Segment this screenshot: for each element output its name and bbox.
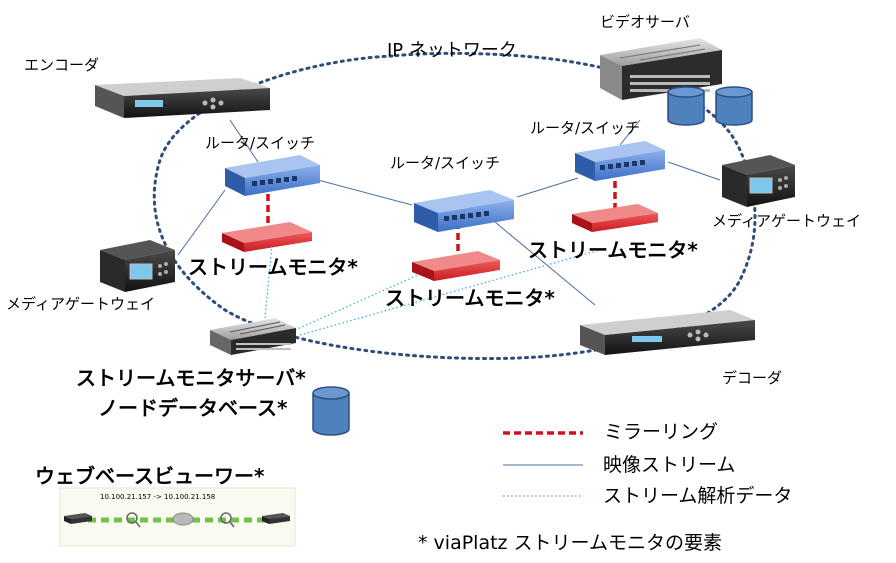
media-gateway-left-device — [100, 240, 175, 292]
media-gateway-right-device — [722, 155, 795, 207]
legend-video-stream-label: 映像ストリーム — [603, 454, 736, 476]
footnote: * viaPlatz ストリームモニタの要素 — [418, 532, 722, 554]
stream-monitor-server-device — [210, 318, 296, 355]
stream-monitor-right-label: ストリームモニタ* — [528, 238, 698, 262]
web-viewer-ip-text: 10.100.21.157 -> 10.100.21.158 — [100, 493, 216, 501]
encoder-label: エンコーダ — [24, 56, 100, 74]
router-switch-right — [575, 141, 665, 181]
legend-analysis-data-label: ストリーム解析データ — [603, 485, 793, 507]
ip-network-label: IP ネットワーク — [387, 40, 517, 61]
analysis-data-links — [264, 244, 601, 336]
video-server-database-icon — [667, 86, 753, 126]
router-right-label: ルータ/スイッチ — [530, 119, 641, 137]
node-database-icon — [312, 386, 350, 436]
monitor-server-label: ストリームモニタサーバ* — [76, 366, 306, 390]
stream-monitor-left-label: ストリームモニタ* — [188, 255, 358, 279]
legend-mirroring-label: ミラーリング — [604, 421, 719, 443]
gateway-right-label: メディアゲートウェイ — [712, 212, 861, 230]
gateway-left-label: メディアゲートウェイ — [6, 295, 155, 313]
video-stream-links — [177, 119, 721, 306]
router-left-label: ルータ/スイッチ — [205, 134, 316, 152]
stream-monitor-left-device — [222, 222, 312, 252]
router-switch-center — [414, 190, 514, 232]
stream-monitor-center-device — [412, 251, 500, 281]
web-viewer-title: ウェブベースビューワー* — [35, 464, 265, 488]
stream-monitor-right-device — [572, 204, 658, 232]
decoder-label: デコーダ — [722, 369, 783, 387]
video-server-label: ビデオサーバ — [600, 13, 690, 31]
router-center-label: ルータ/スイッチ — [390, 154, 501, 172]
web-viewer-thumbnail — [59, 487, 296, 547]
router-switch-left — [225, 155, 320, 196]
encoder-device — [95, 78, 270, 118]
node-database-label: ノードデータベース* — [98, 396, 288, 420]
decoder-device — [580, 310, 755, 355]
stream-monitor-center-label: ストリームモニタ* — [385, 286, 555, 310]
